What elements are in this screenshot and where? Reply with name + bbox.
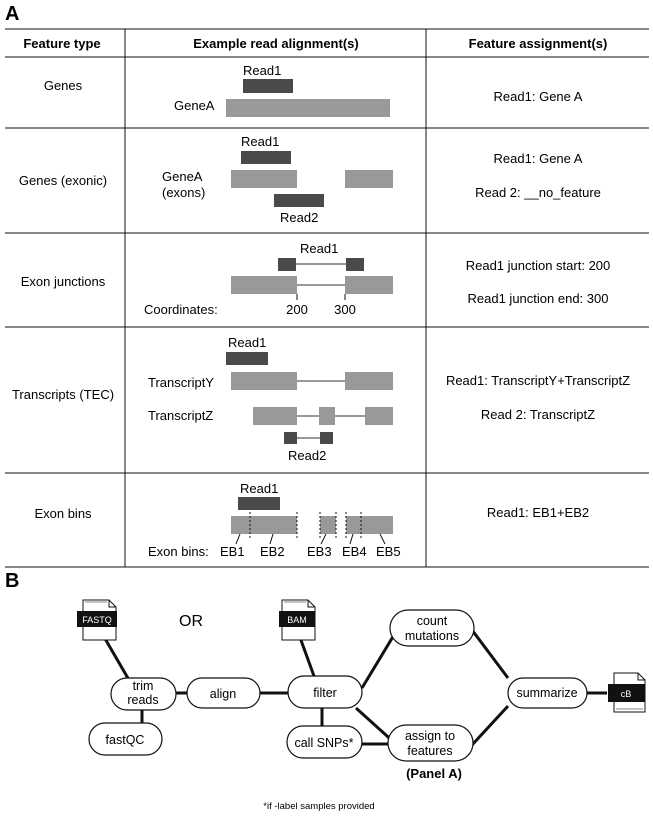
svg-text:summarize: summarize xyxy=(516,686,577,700)
bin-pointers xyxy=(235,533,386,545)
coord-200: 200 xyxy=(286,302,308,317)
read2-label: Read2 xyxy=(280,210,318,225)
cb-label: cB xyxy=(621,689,632,699)
bin-boundaries xyxy=(249,512,362,538)
header-example: Example read alignment(s) xyxy=(193,36,358,51)
read1-label: Read1 xyxy=(228,335,266,350)
fastqc-node: fastQC xyxy=(88,722,163,756)
read2-label: Read2 xyxy=(288,448,326,463)
exon-bar xyxy=(231,516,297,534)
exon-bar xyxy=(345,276,393,294)
exon-bar xyxy=(346,516,393,534)
coord-300: 300 xyxy=(334,302,356,317)
panel-a-letter: A xyxy=(5,3,19,25)
transcripty-label: TranscriptY xyxy=(148,375,214,390)
assignment-text: Read 2: __no_feature xyxy=(475,185,601,200)
eb2-label: EB2 xyxy=(260,544,285,559)
svg-text:mutations: mutations xyxy=(405,629,459,643)
exon-bar xyxy=(319,407,335,425)
assignment-text: Read 2: TranscriptZ xyxy=(481,407,595,422)
assignment-text: Read1: TranscriptY+TranscriptZ xyxy=(446,373,630,388)
or-label: OR xyxy=(179,613,203,630)
svg-text:filter: filter xyxy=(313,686,337,700)
exon-bar xyxy=(231,372,297,390)
assignment-text: Read1 junction start: 200 xyxy=(466,258,611,273)
read1-label: Read1 xyxy=(300,241,338,256)
footnote: *if -label samples provided xyxy=(263,801,374,812)
exon-bins-label: Exon bins: xyxy=(148,544,209,559)
trim-reads-node: trim reads xyxy=(110,677,177,711)
assign-to-features-node: assign to features xyxy=(387,724,474,762)
read2-bar xyxy=(274,194,324,207)
assignment-text: Read1: Gene A xyxy=(494,89,583,104)
row-exon-junctions-type: Exon junctions xyxy=(21,274,106,289)
assignment-text: Read1: Gene A xyxy=(494,151,583,166)
exons-label: (exons) xyxy=(162,185,205,200)
genea-label: GeneA xyxy=(174,98,215,113)
exon-bar xyxy=(253,407,297,425)
bam-file-icon: BAM xyxy=(279,599,316,641)
read1-block xyxy=(346,258,364,271)
cb-file-icon: cB xyxy=(608,672,646,713)
exon-bar xyxy=(320,516,336,534)
row-genes-exonic-type: Genes (exonic) xyxy=(19,173,107,188)
svg-text:trim: trim xyxy=(133,679,154,693)
call-snps-node: call SNPs* xyxy=(286,725,363,759)
read1-bar xyxy=(243,79,293,93)
svg-text:fastQC: fastQC xyxy=(106,733,145,747)
assignment-text: Read1: EB1+EB2 xyxy=(487,505,589,520)
eb1-label: EB1 xyxy=(220,544,245,559)
header-assignment: Feature assignment(s) xyxy=(469,36,608,51)
exon-bar xyxy=(365,407,393,425)
panel-a-reference: (Panel A) xyxy=(406,766,462,781)
read1-label: Read1 xyxy=(240,481,278,496)
read1-label: Read1 xyxy=(241,134,279,149)
read1-bar xyxy=(238,497,280,510)
filter-node: filter xyxy=(287,675,363,709)
read1-bar xyxy=(241,151,291,164)
header-feature-type: Feature type xyxy=(23,36,100,51)
read2-block xyxy=(284,432,297,444)
genea-bar xyxy=(226,99,390,117)
svg-text:call SNPs*: call SNPs* xyxy=(294,736,353,750)
svg-text:align: align xyxy=(210,687,236,701)
svg-text:count: count xyxy=(417,614,448,628)
read1-bar xyxy=(226,352,268,365)
count-mutations-node: count mutations xyxy=(389,609,475,647)
read1-label: Read1 xyxy=(243,63,281,78)
assignment-text: Read1 junction end: 300 xyxy=(468,291,609,306)
align-node: align xyxy=(186,677,261,709)
fastq-label: FASTQ xyxy=(82,615,112,625)
svg-text:features: features xyxy=(407,744,452,758)
row-exon-bins-type: Exon bins xyxy=(34,506,92,521)
exon-bar xyxy=(345,372,393,390)
read1-block xyxy=(278,258,296,271)
fastq-file-icon: FASTQ xyxy=(77,599,117,641)
panel-b-letter: B xyxy=(5,570,19,592)
eb4-label: EB4 xyxy=(342,544,367,559)
eb3-label: EB3 xyxy=(307,544,332,559)
coordinates-label: Coordinates: xyxy=(144,302,218,317)
svg-text:reads: reads xyxy=(127,693,158,707)
bam-label: BAM xyxy=(287,615,307,625)
exon-bar xyxy=(345,170,393,188)
eb5-label: EB5 xyxy=(376,544,401,559)
row-transcripts-type: Transcripts (TEC) xyxy=(12,387,114,402)
genea-label: GeneA xyxy=(162,169,203,184)
exon-bar xyxy=(231,170,297,188)
transcriptz-label: TranscriptZ xyxy=(148,408,213,423)
svg-text:assign to: assign to xyxy=(405,729,455,743)
summarize-node: summarize xyxy=(507,677,588,709)
row-genes-type: Genes xyxy=(44,78,83,93)
read2-block xyxy=(320,432,333,444)
exon-bar xyxy=(231,276,297,294)
